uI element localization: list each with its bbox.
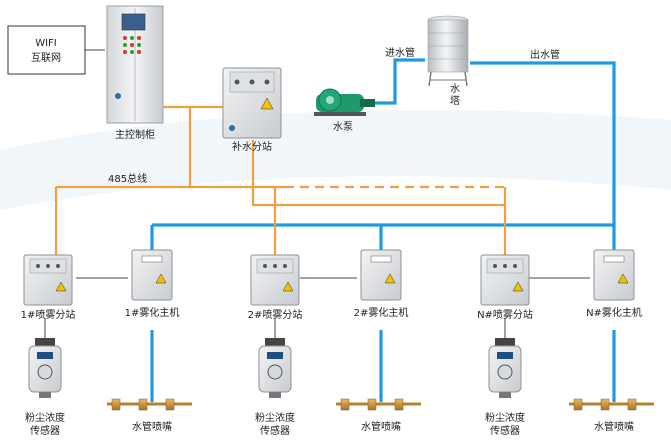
- dust-sensor-label-2: 传感器: [490, 424, 520, 437]
- warning-icon: [617, 273, 629, 284]
- bus-station-to-spray: [251, 140, 507, 258]
- outlet-pipe-line: [470, 61, 616, 225]
- water-supply-station: 补水分站: [222, 67, 282, 153]
- spray-substation: [250, 254, 300, 306]
- main-control-cabinet: 主控制柜: [106, 5, 164, 141]
- nozzle-array: [107, 398, 192, 411]
- nozzle-icon: [138, 398, 148, 411]
- wifi-label: WIFI: [35, 38, 57, 49]
- tower-label-2: 塔: [450, 94, 460, 107]
- inlet-pipe-line: [375, 58, 425, 105]
- spray-substation-label: 1#喷雾分站: [21, 308, 76, 321]
- atomizer-host-label: 1#雾化主机: [125, 306, 180, 319]
- link-lines: [44, 49, 590, 340]
- warning-icon: [55, 281, 67, 292]
- water-tower: 水 塔: [427, 15, 469, 107]
- atomizer-host-label: 2#雾化主机: [354, 306, 409, 319]
- water-pump: 水泵: [314, 88, 375, 133]
- dust-sensor-label-1: 粉尘浓度: [255, 411, 295, 424]
- inlet-pipe-label: 进水管: [385, 46, 415, 59]
- spray-substation: [480, 254, 530, 306]
- dust-sensor-label-2: 传感器: [260, 424, 290, 437]
- nozzle-array: [569, 398, 654, 411]
- nozzle-label: 水管喷嘴: [594, 420, 634, 433]
- dust-sensor: [28, 338, 62, 398]
- nozzle-label: 水管喷嘴: [361, 420, 401, 433]
- warning-icon: [512, 281, 524, 292]
- supply-station-label: 补水分站: [232, 140, 272, 153]
- dust-sensor-label-2: 传感器: [30, 424, 60, 437]
- nozzle-icon: [627, 398, 637, 411]
- nozzle-icon: [600, 398, 610, 411]
- atomizer-host: [593, 249, 635, 301]
- dust-sensor: [488, 338, 522, 398]
- station-logo: [229, 125, 235, 131]
- nozzle-icon: [367, 398, 377, 411]
- internet-label: 互联网: [31, 52, 61, 64]
- atomizer-host: [131, 249, 173, 301]
- cabinet-screen: [121, 13, 146, 31]
- warning-icon: [155, 273, 167, 284]
- nozzle-icon: [394, 398, 404, 411]
- spray-substation-label: N#喷雾分站: [477, 308, 533, 321]
- bus-lines: [54, 105, 507, 258]
- tower-label-1: 水: [450, 83, 460, 95]
- nozzle-icon: [111, 398, 121, 411]
- nozzle-label: 水管喷嘴: [132, 420, 172, 433]
- nozzle-icon: [340, 398, 350, 411]
- warning-icon: [260, 97, 274, 110]
- cabinet-indicator-lights: [123, 36, 141, 54]
- dust-sensor: [258, 338, 292, 398]
- main-cabinet-label: 主控制柜: [115, 128, 155, 141]
- warning-icon: [282, 281, 294, 292]
- background-swoosh: [0, 110, 671, 210]
- pump-label: 水泵: [333, 121, 353, 133]
- water-pipes: [150, 58, 616, 402]
- bus-label: 485总线: [108, 172, 147, 185]
- nozzle-icon: [573, 398, 583, 411]
- cabinet-logo: [115, 93, 121, 99]
- nozzle-icon: [165, 398, 175, 411]
- atomizer-host-label: N#雾化主机: [586, 306, 642, 319]
- wifi-box: WIFI 互联网: [7, 25, 86, 75]
- nozzle-array: [336, 398, 421, 411]
- warning-icon: [384, 273, 396, 284]
- atomizer-host: [360, 249, 402, 301]
- spray-substation: [23, 254, 73, 306]
- dust-sensor-label-1: 粉尘浓度: [485, 411, 525, 424]
- spray-substation-label: 2#喷雾分站: [248, 308, 303, 321]
- dust-sensor-label-1: 粉尘浓度: [25, 411, 65, 424]
- outlet-pipe-label: 出水管: [530, 48, 560, 61]
